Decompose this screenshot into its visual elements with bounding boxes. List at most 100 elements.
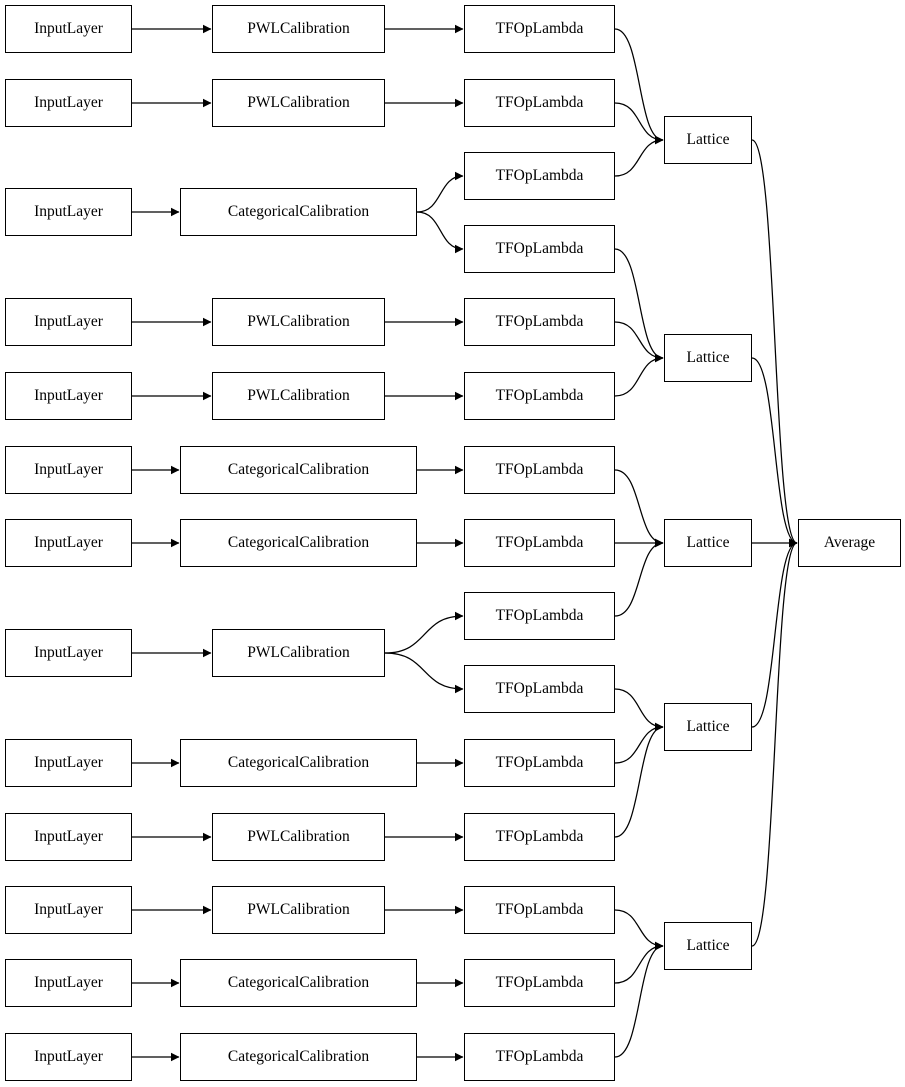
node-label: InputLayer xyxy=(34,644,103,662)
node-label: InputLayer xyxy=(34,94,103,112)
node-categorical-calibration-12[interactable]: CategoricalCalibration xyxy=(180,959,417,1007)
node-label: TFOpLambda xyxy=(495,313,584,331)
node-label: PWLCalibration xyxy=(247,828,350,846)
node-label: TFOpLambda xyxy=(495,94,584,112)
node-label: PWLCalibration xyxy=(247,644,350,662)
node-lattice-2[interactable]: Lattice xyxy=(664,334,752,382)
edge-cal8-to-op9 xyxy=(384,611,464,654)
node-input-layer-12[interactable]: InputLayer xyxy=(5,959,132,1007)
node-tfoplambda-9[interactable]: TFOpLambda xyxy=(464,592,615,640)
node-label: Lattice xyxy=(686,349,730,367)
node-lattice-1[interactable]: Lattice xyxy=(664,116,752,164)
edge-lat4-to-avg xyxy=(751,538,798,728)
node-label: InputLayer xyxy=(34,203,103,221)
node-tfoplambda-14[interactable]: TFOpLambda xyxy=(464,959,615,1007)
node-input-layer-9[interactable]: InputLayer xyxy=(5,739,132,787)
node-label: CategoricalCalibration xyxy=(227,534,370,552)
edge-lat5-to-avg xyxy=(751,538,798,947)
edge-op13-to-lat5 xyxy=(614,909,664,951)
node-label: TFOpLambda xyxy=(495,240,584,258)
edge-cal3-to-op3 xyxy=(416,171,464,213)
node-label: InputLayer xyxy=(34,461,103,479)
node-label: CategoricalCalibration xyxy=(227,1048,370,1066)
edge-op2-to-lat1 xyxy=(614,102,664,145)
node-label: TFOpLambda xyxy=(495,167,584,185)
node-input-layer-1[interactable]: InputLayer xyxy=(5,5,132,53)
node-input-layer-4[interactable]: InputLayer xyxy=(5,298,132,346)
node-input-layer-11[interactable]: InputLayer xyxy=(5,886,132,934)
node-label: InputLayer xyxy=(34,754,103,772)
node-input-layer-8[interactable]: InputLayer xyxy=(5,629,132,677)
node-categorical-calibration-3[interactable]: CategoricalCalibration xyxy=(180,188,417,236)
edge-op11-to-lat4 xyxy=(614,722,664,764)
node-label: InputLayer xyxy=(34,387,103,405)
node-tfoplambda-8[interactable]: TFOpLambda xyxy=(464,519,615,567)
node-tfoplambda-15[interactable]: TFOpLambda xyxy=(464,1033,615,1081)
node-label: CategoricalCalibration xyxy=(227,754,370,772)
node-tfoplambda-7[interactable]: TFOpLambda xyxy=(464,446,615,494)
node-tfoplambda-2[interactable]: TFOpLambda xyxy=(464,79,615,127)
node-label: PWLCalibration xyxy=(247,313,350,331)
node-label: TFOpLambda xyxy=(495,387,584,405)
node-label: TFOpLambda xyxy=(495,20,584,38)
node-tfoplambda-1[interactable]: TFOpLambda xyxy=(464,5,615,53)
node-label: TFOpLambda xyxy=(495,607,584,625)
node-average[interactable]: Average xyxy=(798,519,901,567)
node-categorical-calibration-6[interactable]: CategoricalCalibration xyxy=(180,446,417,494)
node-label: PWLCalibration xyxy=(247,94,350,112)
node-label: InputLayer xyxy=(34,20,103,38)
node-tfoplambda-5[interactable]: TFOpLambda xyxy=(464,298,615,346)
node-lattice-5[interactable]: Lattice xyxy=(664,922,752,970)
node-label: TFOpLambda xyxy=(495,534,584,552)
node-pwl-calibration-11[interactable]: PWLCalibration xyxy=(212,886,385,934)
node-categorical-calibration-9[interactable]: CategoricalCalibration xyxy=(180,739,417,787)
node-input-layer-7[interactable]: InputLayer xyxy=(5,519,132,567)
node-input-layer-10[interactable]: InputLayer xyxy=(5,813,132,861)
edge-lat2-to-avg xyxy=(751,357,798,548)
node-label: Average xyxy=(823,534,876,552)
edge-op15-to-lat5 xyxy=(614,941,664,1058)
node-label: TFOpLambda xyxy=(495,901,584,919)
node-label: CategoricalCalibration xyxy=(227,974,370,992)
node-lattice-4[interactable]: Lattice xyxy=(664,703,752,751)
node-tfoplambda-12[interactable]: TFOpLambda xyxy=(464,813,615,861)
node-tfoplambda-3[interactable]: TFOpLambda xyxy=(464,152,615,200)
node-lattice-3[interactable]: Lattice xyxy=(664,519,752,567)
node-label: InputLayer xyxy=(34,974,103,992)
node-categorical-calibration-13[interactable]: CategoricalCalibration xyxy=(180,1033,417,1081)
node-label: TFOpLambda xyxy=(495,1048,584,1066)
node-input-layer-6[interactable]: InputLayer xyxy=(5,446,132,494)
node-label: Lattice xyxy=(686,937,730,955)
node-label: InputLayer xyxy=(34,534,103,552)
edge-cal3-to-op4 xyxy=(416,211,464,254)
node-pwl-calibration-4[interactable]: PWLCalibration xyxy=(212,298,385,346)
node-pwl-calibration-2[interactable]: PWLCalibration xyxy=(212,79,385,127)
node-pwl-calibration-1[interactable]: PWLCalibration xyxy=(212,5,385,53)
edge-op5-to-lat2 xyxy=(614,321,664,363)
node-tfoplambda-11[interactable]: TFOpLambda xyxy=(464,739,615,787)
node-tfoplambda-4[interactable]: TFOpLambda xyxy=(464,225,615,273)
node-tfoplambda-13[interactable]: TFOpLambda xyxy=(464,886,615,934)
node-input-layer-13[interactable]: InputLayer xyxy=(5,1033,132,1081)
node-input-layer-3[interactable]: InputLayer xyxy=(5,188,132,236)
node-tfoplambda-6[interactable]: TFOpLambda xyxy=(464,372,615,420)
node-label: TFOpLambda xyxy=(495,461,584,479)
edge-op14-to-lat5 xyxy=(614,941,664,984)
node-label: CategoricalCalibration xyxy=(227,203,370,221)
node-input-layer-5[interactable]: InputLayer xyxy=(5,372,132,420)
node-input-layer-2[interactable]: InputLayer xyxy=(5,79,132,127)
node-tfoplambda-10[interactable]: TFOpLambda xyxy=(464,665,615,713)
node-pwl-calibration-5[interactable]: PWLCalibration xyxy=(212,372,385,420)
node-categorical-calibration-7[interactable]: CategoricalCalibration xyxy=(180,519,417,567)
edge-lat1-to-avg xyxy=(751,139,798,548)
node-label: InputLayer xyxy=(34,313,103,331)
node-label: CategoricalCalibration xyxy=(227,461,370,479)
edge-op12-to-lat4 xyxy=(614,722,664,838)
node-label: InputLayer xyxy=(34,901,103,919)
node-label: TFOpLambda xyxy=(495,754,584,772)
edge-cal8-to-op10 xyxy=(384,652,464,694)
node-pwl-calibration-10[interactable]: PWLCalibration xyxy=(212,813,385,861)
node-pwl-calibration-8[interactable]: PWLCalibration xyxy=(212,629,385,677)
node-label: Lattice xyxy=(686,718,730,736)
